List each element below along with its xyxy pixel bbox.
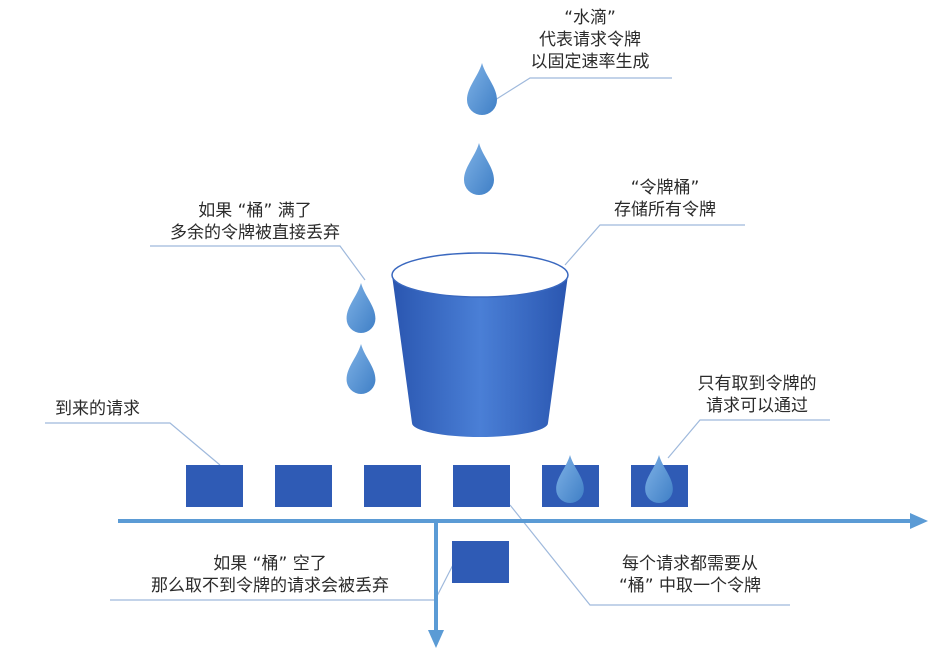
leader-incoming <box>45 422 221 466</box>
label-each-request: 每个请求都需要从 “桶” 中取一个令牌 <box>618 554 762 596</box>
arrow-right-icon <box>118 513 928 529</box>
water-drop-icon <box>467 63 497 115</box>
label-empty: 如果 “桶” 空了 那么取不到令牌的请求会被丢弃 <box>151 554 389 596</box>
label-bucket: “令牌桶” 存储所有令牌 <box>614 178 716 220</box>
arrow-down-icon <box>428 523 444 648</box>
label-water-drop: “水滴” 代表请求令牌 以固定速率生成 <box>530 8 650 72</box>
bucket-icon <box>391 252 569 437</box>
water-drop-icon <box>556 455 584 503</box>
request-box <box>186 465 243 507</box>
leader-pass <box>667 419 830 459</box>
request-box <box>275 465 332 507</box>
water-drop-icon <box>464 143 494 195</box>
leader-bucket <box>564 224 745 266</box>
water-drop-icon <box>346 283 376 333</box>
label-incoming: 到来的请求 <box>55 399 140 419</box>
dropped-request-box <box>452 541 509 583</box>
request-row <box>186 455 688 507</box>
label-overflow: 如果 “桶” 满了 多余的令牌被直接丢弃 <box>170 201 340 243</box>
request-box <box>453 465 510 507</box>
leader-water-drop <box>494 77 672 101</box>
leader-each-request <box>509 504 790 606</box>
dropped-request-group <box>452 541 509 583</box>
water-drop-icon <box>645 455 673 503</box>
leader-overflow <box>150 245 366 281</box>
request-box <box>364 465 421 507</box>
label-pass: 只有取到令牌的 请求可以通过 <box>697 374 817 416</box>
water-drop-icon <box>346 344 376 394</box>
